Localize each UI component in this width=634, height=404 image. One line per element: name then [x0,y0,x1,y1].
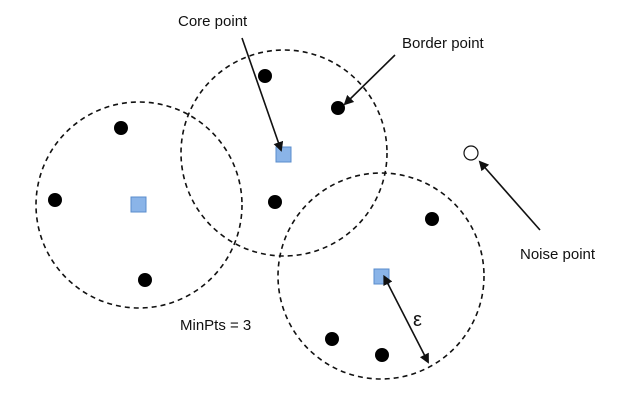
data-point [138,273,152,287]
data-point [258,69,272,83]
noise-point-arrow [478,160,541,231]
data-point [114,121,128,135]
data-point [375,348,389,362]
border-point-arrow [343,54,396,106]
core-point-arrow [241,37,284,152]
core-point-label: Core point [178,13,248,30]
minpts-label: MinPts = 3 [180,317,252,334]
epsilon-neighborhood-top [180,49,388,257]
epsilon-label: ε [413,309,422,331]
data-point [268,195,282,209]
data-point [425,212,439,226]
epsilon-neighborhood-bottom [277,172,485,380]
border-point-dot [331,101,345,115]
core-point-top [275,146,292,163]
core-point-left [130,196,147,213]
core-point-bottom [373,268,390,285]
data-point [325,332,339,346]
epsilon-neighborhood-left [35,101,243,309]
data-point [48,193,62,207]
noise-point [463,145,479,161]
border-point-label: Border point [402,35,484,52]
epsilon-arrow [383,274,429,364]
noise-point-label: Noise point [520,246,596,263]
